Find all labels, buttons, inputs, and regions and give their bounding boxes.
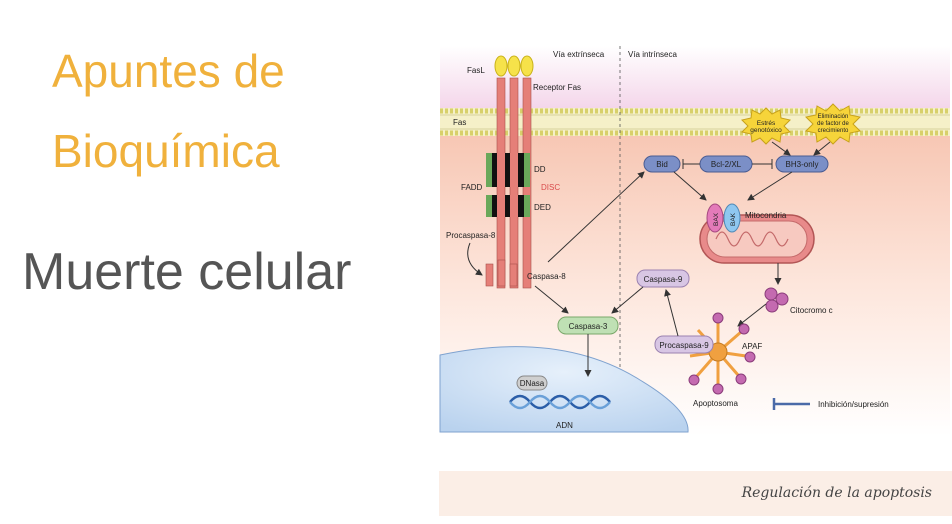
eliminacion-factor-burst [804, 103, 862, 145]
label-apoptosoma: Apoptosoma [693, 399, 738, 408]
arrow-estres-to-bh3 [771, 141, 791, 156]
subtitle: Muerte celular [22, 243, 352, 301]
label-bcl2: Bcl-2/XL [711, 160, 742, 169]
citocromo-c [764, 287, 789, 313]
caption-bar: Regulación de la apoptosis [439, 471, 952, 516]
bh3-node [775, 155, 829, 173]
label-estres-1: Estrés [757, 120, 776, 127]
apoptosoma [688, 312, 756, 395]
label-elim-1: Eliminación [818, 114, 849, 120]
label-caspasa9: Caspasa-9 [644, 275, 683, 284]
arrow-citocromo-to-apaf [737, 303, 767, 327]
figure-caption: Regulación de la apoptosis [741, 485, 932, 501]
arrow-procaspasa8-to-caspasa8 [467, 242, 483, 276]
label-fasl: FasL [467, 66, 485, 75]
label-elim-2: de factor de [817, 121, 849, 127]
procaspasa9-node [654, 335, 714, 354]
label-dnasa: DNasa [520, 379, 545, 388]
label-ded: DED [534, 203, 551, 212]
label-mitocondria: Mitocondria [745, 211, 787, 220]
bak-protein [723, 203, 741, 233]
label-receptor-fas: Receptor Fas [533, 83, 581, 92]
label-bak: BAK [730, 212, 737, 226]
fas-receptor [486, 77, 532, 289]
title-line-2: Bioquímica [52, 125, 280, 177]
label-citocromo: Citocromo c [790, 306, 833, 315]
label-apaf: APAF [742, 342, 762, 351]
fasl-ligand [494, 55, 534, 77]
arrow-bh3-to-bak [747, 171, 793, 201]
nucleus [439, 346, 689, 433]
title-line-1: Apuntes de [52, 45, 285, 97]
label-dd: DD [534, 165, 546, 174]
arrow-caspasa8-to-caspasa3 [534, 285, 569, 314]
legend-label: Inhibición/supresión [818, 400, 889, 409]
label-fas: Fas [453, 118, 466, 127]
label-estres-2: genotóxico [750, 127, 782, 134]
bid-node [643, 155, 681, 173]
inhibition-bars-bcl2 [682, 159, 773, 169]
label-caspasa8: Caspasa-8 [527, 272, 566, 281]
arrow-procaspasa9-to-caspasa9 [664, 289, 679, 337]
caspasa8-fragments [485, 259, 518, 287]
label-procaspasa9: Procaspasa-9 [659, 341, 709, 350]
label-fadd: FADD [461, 183, 483, 192]
caspasa9-node [636, 269, 690, 288]
arrow-caspasa8-to-bid [547, 171, 645, 263]
legend-inhibition-symbol [772, 398, 810, 410]
label-procaspasa8: Procaspasa-8 [446, 231, 496, 240]
label-bid: Bid [656, 160, 668, 169]
label-disc: DISC [541, 183, 560, 192]
label-bh3: BH3-only [786, 160, 819, 169]
bax-protein [706, 203, 724, 233]
arrow-caspasa9-to-caspasa3 [611, 286, 644, 314]
estres-genotoxico-burst [741, 107, 791, 145]
label-elim-3: crecimiento [818, 128, 849, 134]
label-bax: BAX [713, 212, 720, 226]
dnasa-node [516, 375, 548, 391]
arrow-elim-to-bh3 [813, 141, 831, 156]
dna-helix [509, 394, 611, 410]
label-via-extrinseca: Vía extrínseca [553, 50, 605, 59]
label-via-intrinseca: Vía intrínseca [628, 50, 677, 59]
label-caspasa3: Caspasa-3 [569, 322, 608, 331]
arrow-bid-to-bax [673, 171, 707, 201]
label-adn: ADN [556, 421, 573, 430]
